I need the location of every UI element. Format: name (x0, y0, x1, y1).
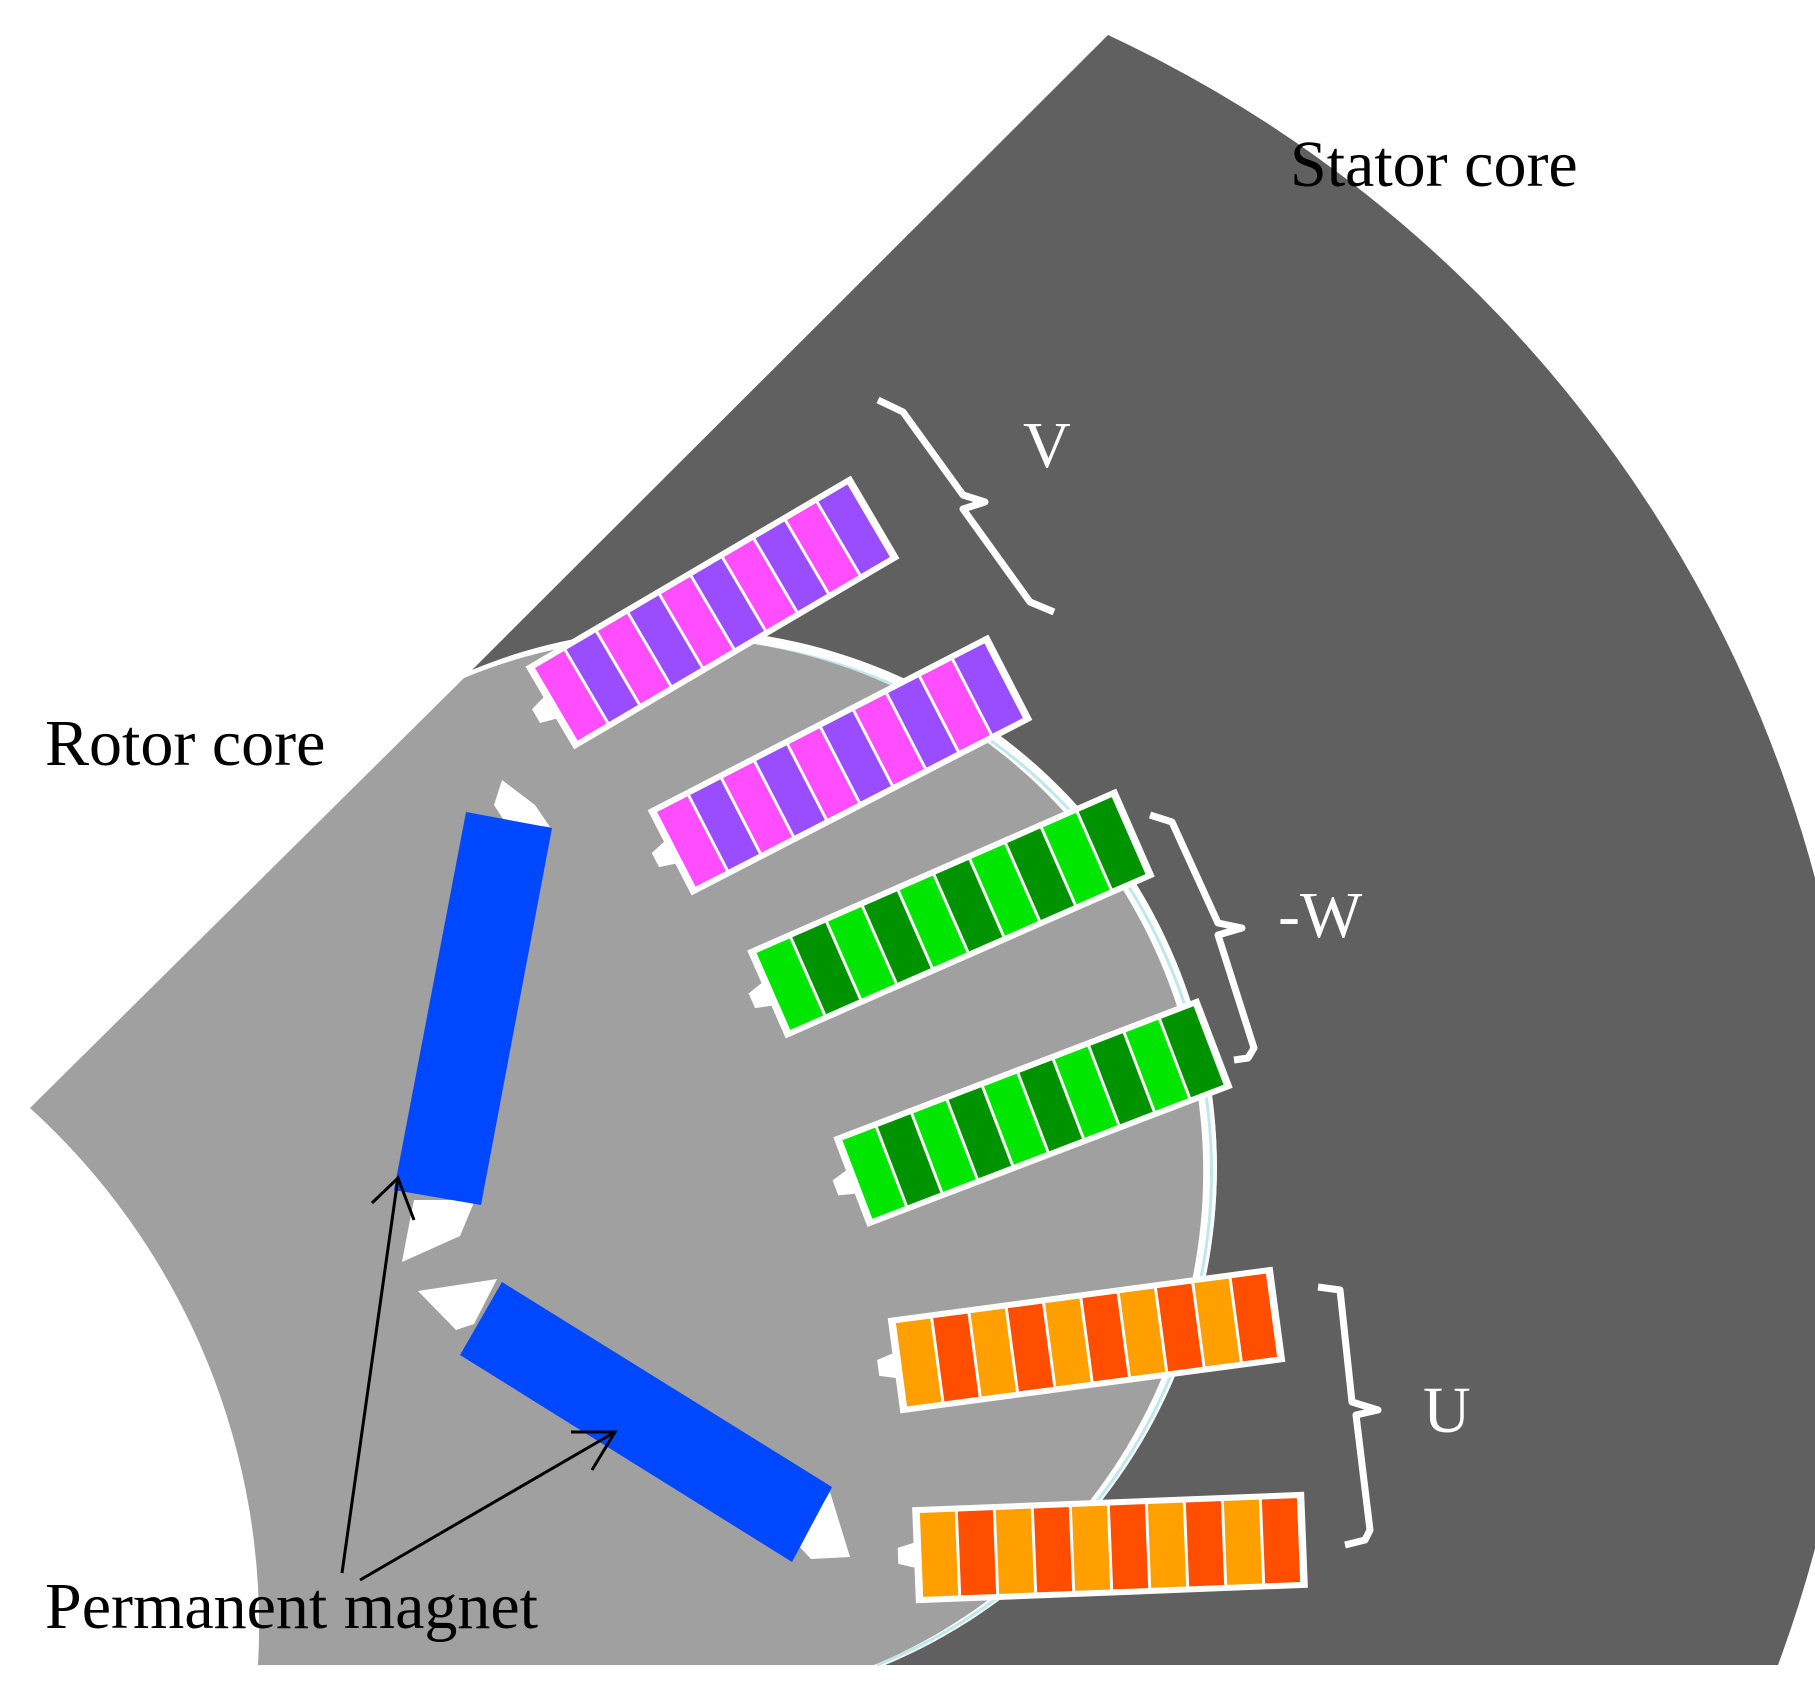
phase-u-label: U (1423, 1374, 1471, 1447)
flux-barrier (418, 1279, 497, 1330)
conductor-segment (971, 844, 1039, 936)
conductor-segment (1223, 1499, 1263, 1585)
conductor-segment (724, 540, 796, 630)
conductor-segment (1033, 1507, 1073, 1593)
conductor-segment (970, 1308, 1016, 1397)
conductor-segment (895, 1318, 942, 1407)
conductor-segment (789, 728, 858, 819)
flux-barrier (402, 1200, 475, 1262)
conductor-segment (1109, 1504, 1149, 1590)
conductor-segment (792, 922, 860, 1015)
phase-v-label: V (1023, 409, 1071, 482)
permanent-magnet (394, 812, 552, 1205)
permanent-magnet-label: Permanent magnet (45, 1570, 538, 1643)
conductor-segment (1007, 828, 1074, 920)
phase-bracket-v (876, 396, 1056, 616)
stator-core-label: Stator core (1290, 128, 1578, 201)
conductor-segment (1119, 1288, 1166, 1377)
conductor-segment (723, 762, 792, 853)
conductor-segment (1045, 1298, 1091, 1387)
conductor-segment (921, 660, 990, 751)
permanent-magnet (460, 1282, 832, 1562)
magnet-arrows (340, 1175, 618, 1582)
conductor-segment (948, 1087, 1012, 1179)
conductor-segment (984, 1073, 1047, 1165)
conductor-segment (756, 938, 824, 1030)
conductor-segment (1261, 1498, 1301, 1584)
conductor-segment (1082, 1293, 1128, 1382)
conductor-segment (863, 891, 931, 983)
stator-core (472, 35, 1815, 1665)
conductor-segment (657, 796, 726, 887)
conductor-segment (822, 711, 891, 802)
arrow-line (359, 1430, 616, 1582)
conductor-segment (877, 1114, 941, 1206)
conductor-segment (913, 1100, 976, 1192)
conductor-segment (818, 484, 890, 574)
conductor-segment (1194, 1278, 1240, 1367)
conductor-segment (1042, 812, 1110, 905)
conductor-segment (1090, 1033, 1153, 1125)
slot-outline (747, 788, 1155, 1039)
conductor-segment (957, 1510, 997, 1596)
conductor-segment (1007, 1303, 1054, 1392)
conductor-segment (690, 779, 759, 870)
conductor-segment (661, 577, 733, 667)
conductor-segment (1071, 1505, 1111, 1591)
conductor-segment (899, 875, 967, 968)
conductor-segment (855, 694, 924, 785)
conductor-segment (935, 859, 1003, 952)
arrow-head (370, 1175, 416, 1221)
conductor-segment (629, 595, 701, 685)
conductor-segment (787, 503, 859, 593)
conductor-segment (888, 677, 957, 768)
conductor-segment (1157, 1283, 1203, 1372)
rotor-core-label: Rotor core (45, 707, 325, 780)
conductor-segment (692, 558, 764, 648)
conductor-segment (1231, 1273, 1278, 1362)
flux-barrier (798, 1492, 850, 1559)
conductor-segment (995, 1508, 1035, 1594)
conductor-segment (1147, 1502, 1187, 1588)
conductor-segment (919, 1511, 959, 1597)
conductor-segment (828, 907, 895, 999)
conductor-segment (755, 521, 827, 611)
conductor-segment (756, 745, 825, 836)
conductor-segment (954, 643, 1023, 734)
phase-bracket-w (1148, 811, 1258, 1064)
conductor-segment (933, 1313, 979, 1402)
conductor-segment (535, 651, 607, 741)
conductor-segment (1019, 1060, 1082, 1152)
conductor-segment (842, 1127, 905, 1219)
conductor-segment (1161, 1006, 1224, 1098)
slot-outline (833, 998, 1233, 1227)
arrow-head (571, 1430, 618, 1471)
winding-slots (525, 475, 1308, 1604)
arrow-line (340, 1177, 400, 1574)
phase-bracket-u (1317, 1283, 1382, 1549)
phase-w-label: -W (1278, 879, 1363, 952)
conductor-segment (566, 632, 638, 722)
flux-barrier (494, 780, 550, 827)
conductor-segment (598, 614, 670, 704)
conductor-segment (1078, 797, 1146, 889)
conductor-segment (1185, 1501, 1225, 1587)
conductor-segment (1054, 1046, 1118, 1138)
conductor-segment (1125, 1019, 1189, 1111)
